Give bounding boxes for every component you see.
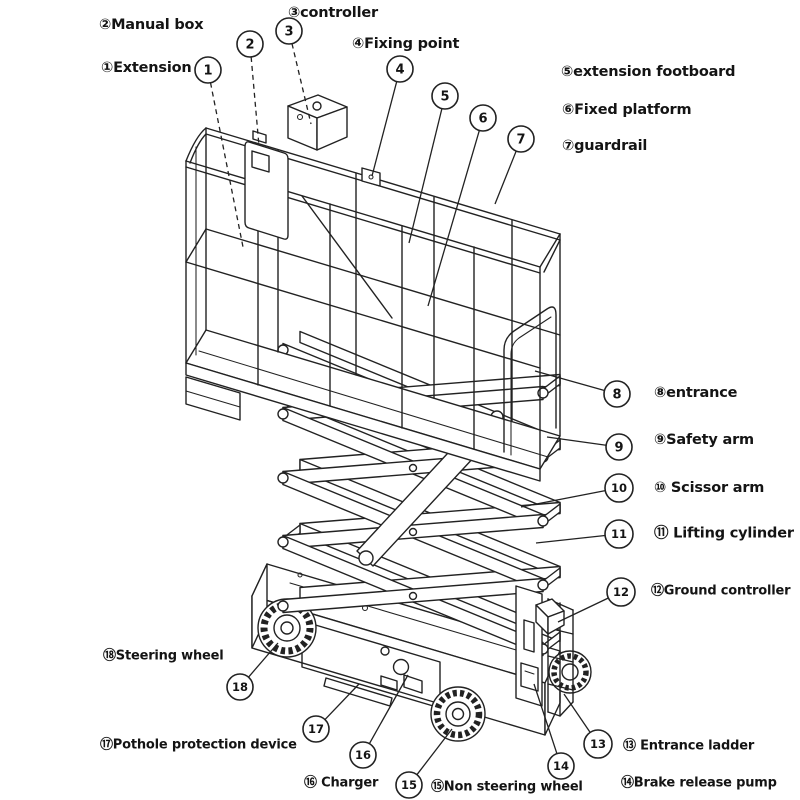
callout-number-11: 11 — [611, 527, 627, 541]
part-label-1: ①Extension — [101, 60, 192, 76]
callout-circle-13 — [583, 729, 613, 759]
part-label-11: ⑪ Lifting cylinder — [654, 525, 794, 542]
callout-number-18: 18 — [232, 680, 248, 694]
callout-number-7: 7 — [516, 133, 525, 148]
callout-circle-8 — [603, 380, 631, 408]
manual-box — [244, 130, 289, 240]
controller — [287, 94, 348, 151]
callout-circle-3 — [275, 17, 303, 45]
part-label-5: ⑤extension footboard — [561, 64, 736, 80]
callout-number-1: 1 — [203, 64, 212, 79]
leader-line-12 — [557, 597, 609, 623]
part-label-9: ⑨Safety arm — [654, 432, 754, 448]
callout-number-9: 9 — [614, 441, 623, 456]
part-label-13: ⑬ Entrance ladder — [623, 738, 755, 754]
non-steering-wheel — [430, 686, 486, 742]
callout-number-6: 6 — [478, 112, 487, 127]
leader-line-2 — [250, 56, 260, 147]
leader-line-16 — [368, 674, 409, 744]
guardrail-back — [205, 127, 561, 437]
callout-circle-9 — [605, 433, 633, 461]
callout-circle-10 — [604, 473, 634, 503]
callout-circle-2 — [236, 30, 264, 58]
charger — [380, 646, 423, 694]
base-right-end — [515, 585, 592, 717]
callout-number-13: 13 — [590, 737, 606, 751]
callout-circle-18 — [226, 673, 254, 701]
part-label-15: ⑮Non steering wheel — [431, 779, 583, 795]
part-label-17: ⑰Pothole protection device — [100, 737, 297, 753]
part-label-10: ⑩ Scissor arm — [654, 480, 765, 496]
callout-circle-11 — [604, 519, 634, 549]
leader-line-11 — [535, 534, 606, 544]
scissor-arm-far — [299, 565, 561, 600]
callout-number-10: 10 — [611, 481, 627, 495]
part-label-7: ⑦guardrail — [562, 138, 648, 154]
leader-line-15 — [416, 728, 453, 776]
callout-number-4: 4 — [395, 63, 404, 78]
leader-line-17 — [324, 683, 360, 721]
pivot-pin — [537, 579, 549, 591]
leader-line-18 — [248, 642, 279, 678]
leader-line-1 — [209, 82, 244, 248]
callout-circle-17 — [302, 715, 330, 743]
entrance — [503, 233, 561, 456]
part-label-4: ④Fixing point — [352, 36, 460, 52]
callout-number-2: 2 — [245, 38, 254, 53]
platform-assembly — [185, 94, 561, 482]
leader-line-5 — [408, 108, 443, 244]
fixing-point — [361, 167, 381, 187]
callout-number-8: 8 — [612, 388, 621, 403]
leader-line-9 — [546, 436, 607, 446]
part-label-16: ⑯ Charger — [304, 775, 379, 791]
extension-footboard — [185, 376, 241, 421]
callout-circle-14 — [547, 752, 575, 780]
callout-circle-6 — [469, 104, 497, 132]
callout-number-16: 16 — [355, 748, 371, 762]
ground-controller — [535, 598, 565, 635]
callout-number-12: 12 — [613, 585, 629, 599]
steering-wheel — [257, 598, 317, 658]
leader-line-13 — [563, 693, 591, 733]
leader-line-4 — [371, 81, 398, 177]
callout-circle-15 — [395, 771, 423, 799]
callout-number-5: 5 — [440, 90, 449, 105]
leader-line-8 — [534, 370, 605, 392]
pivot-bolt — [408, 591, 418, 601]
part-label-2: ②Manual box — [99, 17, 204, 33]
callout-circle-1 — [194, 56, 222, 84]
guardrail-left — [185, 127, 207, 364]
pivot-pin — [277, 600, 289, 612]
leader-line-3 — [291, 43, 312, 125]
leader-line-6 — [427, 130, 480, 307]
pivot-pin — [277, 536, 289, 548]
callout-number-15: 15 — [401, 778, 417, 792]
pivot-bolt — [408, 463, 418, 473]
part-label-18: ⑱Steering wheel — [103, 648, 224, 664]
callout-circle-12 — [606, 577, 636, 607]
leader-line-14 — [533, 683, 558, 754]
callout-number-3: 3 — [284, 25, 293, 40]
part-label-8: ⑧entrance — [654, 385, 738, 401]
pivot-pin — [537, 515, 549, 527]
brake-release-pump — [520, 662, 539, 692]
leader-line-7 — [494, 150, 517, 205]
callout-circle-4 — [386, 55, 414, 83]
part-label-3: ③controller — [288, 5, 378, 21]
part-label-6: ⑥Fixed platform — [562, 102, 692, 118]
callout-number-14: 14 — [553, 759, 569, 773]
callout-circle-5 — [431, 82, 459, 110]
callout-circle-16 — [349, 741, 377, 769]
pivot-pin — [277, 408, 289, 420]
leader-line-10 — [520, 490, 606, 508]
part-label-12: ⑫Ground controller — [651, 583, 791, 599]
callout-number-17: 17 — [308, 722, 324, 736]
guardrail-front — [185, 160, 541, 470]
pivot-bolt — [408, 527, 418, 537]
pivot-pin — [277, 472, 289, 484]
callout-circle-7 — [507, 125, 535, 153]
part-label-14: ⑭Brake release pump — [621, 775, 777, 791]
